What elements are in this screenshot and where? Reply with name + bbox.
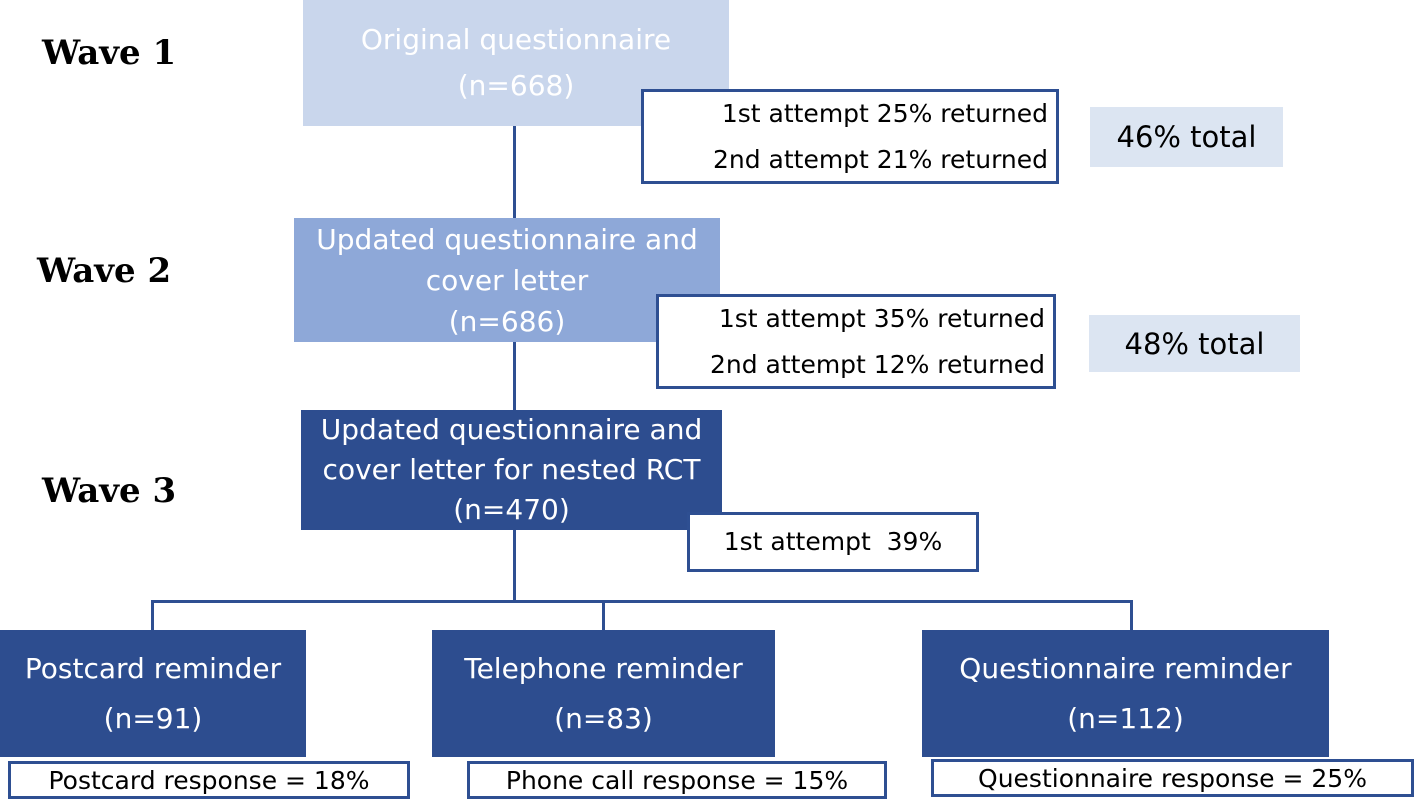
wave-1-attempt-2: 2nd attempt 21% returned xyxy=(712,144,1048,174)
postcard-reminder-box: Postcard reminder (n=91) xyxy=(0,630,306,757)
wave-3-attempt-1: 1st attempt 39% xyxy=(723,527,943,556)
telephone-reminder-box: Telephone reminder (n=83) xyxy=(432,630,775,757)
connector-horizontal xyxy=(151,600,1133,603)
wave-2-box-line: cover letter xyxy=(425,263,589,297)
wave-2-attempt-1: 1st attempt 35% returned xyxy=(718,303,1045,333)
wave-2-box-line: (n=686) xyxy=(448,304,566,338)
wave-1-attempt-1: 1st attempt 25% returned xyxy=(721,98,1048,128)
wave-2-attempt-2: 2nd attempt 12% returned xyxy=(709,349,1045,379)
wave-3-box-line: cover letter for nested RCT xyxy=(322,453,701,486)
wave-2-attempts-box: 1st attempt 35% returned 2nd attempt 12%… xyxy=(656,294,1056,389)
wave-2-label: Wave 2 xyxy=(37,251,172,291)
wave-2-box-line: Updated questionnaire and xyxy=(316,222,698,256)
wave-1-box-line: (n=668) xyxy=(457,69,575,102)
questionnaire-reminder-n: (n=112) xyxy=(1067,701,1184,735)
wave-3-box-line: Updated questionnaire and xyxy=(320,413,703,446)
phone-call-response-box: Phone call response = 15% xyxy=(467,761,887,799)
connector-wave1-wave2 xyxy=(513,126,516,218)
postcard-response-box: Postcard response = 18% xyxy=(8,761,410,799)
wave-1-box: Original questionnaire (n=668) xyxy=(303,0,729,126)
questionnaire-response-box: Questionnaire response = 25% xyxy=(931,759,1414,797)
wave-1-total: 46% total xyxy=(1090,107,1283,167)
questionnaire-reminder-title: Questionnaire reminder xyxy=(959,651,1292,685)
connector-wave2-wave3 xyxy=(513,342,516,410)
postcard-reminder-n: (n=91) xyxy=(103,701,203,735)
wave-1-attempts-box: 1st attempt 25% returned 2nd attempt 21%… xyxy=(641,89,1059,184)
questionnaire-reminder-box: Questionnaire reminder (n=112) xyxy=(922,630,1329,757)
connector-drop-telephone xyxy=(602,600,605,630)
telephone-reminder-n: (n=83) xyxy=(554,701,653,735)
wave-3-box-line: (n=470) xyxy=(453,493,570,526)
postcard-reminder-title: Postcard reminder xyxy=(24,651,282,685)
wave-3-attempts-box: 1st attempt 39% xyxy=(687,512,979,572)
connector-wave3-split xyxy=(513,530,516,602)
connector-drop-questionnaire xyxy=(1130,600,1133,630)
wave-1-label: Wave 1 xyxy=(42,33,177,73)
wave-2-box: Updated questionnaire and cover letter (… xyxy=(294,218,720,342)
wave-3-box: Updated questionnaire and cover letter f… xyxy=(301,410,722,530)
telephone-reminder-title: Telephone reminder xyxy=(464,651,743,685)
wave-1-box-line: Original questionnaire xyxy=(360,23,672,56)
wave-3-label: Wave 3 xyxy=(42,471,177,511)
connector-drop-postcard xyxy=(151,600,154,630)
wave-2-total: 48% total xyxy=(1089,315,1300,372)
